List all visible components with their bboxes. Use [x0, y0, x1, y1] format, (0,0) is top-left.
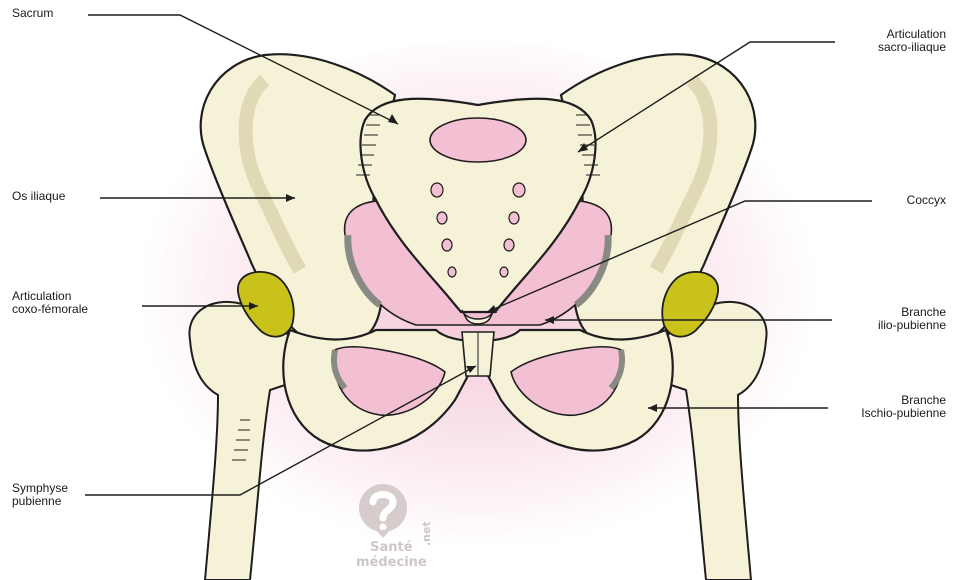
sacral-canal: [430, 118, 526, 162]
label-symphyse-line2: pubienne: [12, 495, 68, 508]
watermark-line2: médecine: [356, 555, 427, 570]
watermark-text: Santé médecine: [356, 540, 427, 570]
pubic-symphysis: [462, 332, 494, 376]
label-sacrum: Sacrum: [12, 7, 53, 20]
label-sacrum-text: Sacrum: [12, 6, 53, 20]
label-coxofemoral-line2: coxo-fémorale: [12, 303, 88, 316]
label-coccyx-text: Coccyx: [907, 193, 946, 207]
label-ilio-pubienne-line2: ilio-pubienne: [838, 319, 946, 332]
label-ilio-pubienne: Branche ilio-pubienne: [838, 306, 946, 332]
label-sacroiliac: Articulation sacro-iliaque: [840, 28, 946, 54]
label-coxofemoral: Articulation coxo-fémorale: [12, 290, 88, 316]
label-ischio-pubienne: Branche Ischio-pubienne: [826, 394, 946, 420]
label-sacroiliac-line2: sacro-iliaque: [840, 41, 946, 54]
label-ischio-pubienne-line2: Ischio-pubienne: [826, 407, 946, 420]
watermark-suffix: .net: [420, 521, 433, 546]
label-os-iliaque-text: Os iliaque: [12, 189, 65, 203]
label-coccyx: Coccyx: [870, 194, 946, 207]
watermark-line1: Santé: [356, 540, 427, 555]
label-symphyse: Symphyse pubienne: [12, 482, 68, 508]
label-os-iliaque: Os iliaque: [12, 190, 65, 203]
